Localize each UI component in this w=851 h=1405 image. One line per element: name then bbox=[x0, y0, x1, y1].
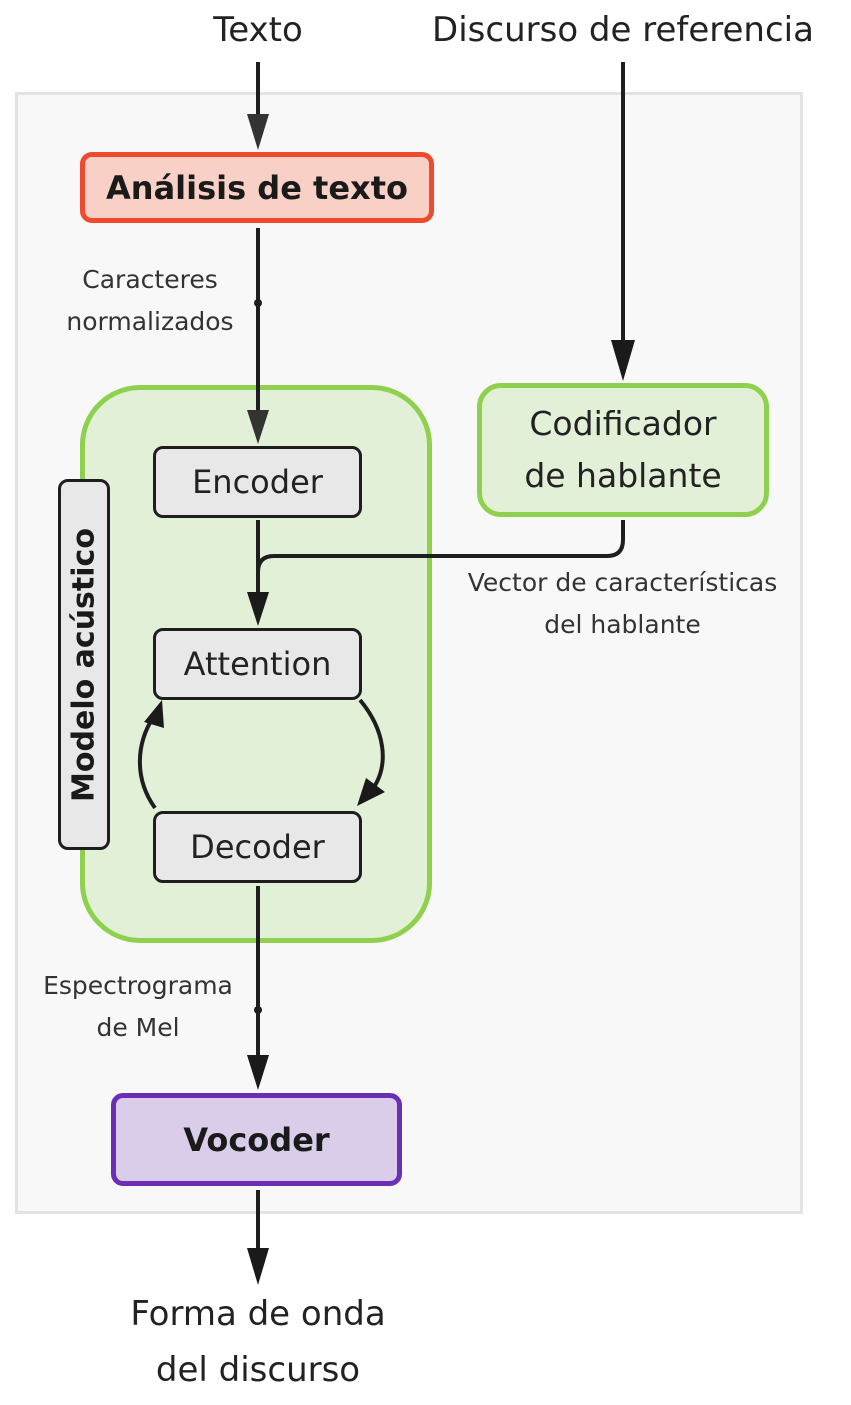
arrow-codificador-to-attention bbox=[256, 520, 625, 592]
arrowhead-encoder bbox=[247, 410, 269, 444]
modelo-acustico-label: Modelo acústico bbox=[58, 479, 110, 850]
attention-node: Attention bbox=[153, 628, 362, 700]
output-forma-de-onda: Forma de onda del discurso bbox=[88, 1286, 428, 1398]
codificador-hablante-node: Codificador de hablante bbox=[477, 383, 769, 517]
output-line1: Forma de onda bbox=[130, 1294, 386, 1334]
label-dot-caracteres bbox=[254, 299, 262, 307]
espectrograma-line2: de Mel bbox=[96, 1013, 180, 1042]
input-discurso-referencia: Discurso de referencia bbox=[432, 10, 814, 50]
caracteres-line1: Caracteres bbox=[82, 265, 218, 294]
vocoder-node: Vocoder bbox=[111, 1093, 402, 1186]
arrowhead-attention bbox=[247, 592, 269, 626]
arrowhead-output bbox=[247, 1248, 269, 1285]
arrowhead-codificador bbox=[611, 340, 635, 381]
vector-line1: Vector de características bbox=[467, 568, 778, 597]
caracteres-line2: normalizados bbox=[66, 307, 234, 336]
arrowhead-vocoder bbox=[247, 1055, 269, 1090]
edge-label-espectrograma: Espectrograma de Mel bbox=[25, 965, 251, 1049]
edge-label-caracteres: Caracteres normalizados bbox=[40, 259, 260, 343]
output-line2: del discurso bbox=[155, 1350, 361, 1390]
input-texto: Texto bbox=[213, 10, 303, 50]
codificador-line2: de hablante bbox=[524, 456, 722, 495]
decoder-node: Decoder bbox=[153, 811, 362, 883]
modelo-acustico-text: Modelo acústico bbox=[66, 527, 102, 802]
arrow-decoder-to-attention bbox=[137, 714, 157, 810]
espectrograma-line1: Espectrograma bbox=[43, 971, 233, 1000]
arrowhead-analisis bbox=[247, 114, 269, 150]
analisis-texto-node: Análisis de texto bbox=[80, 152, 434, 223]
arrow-attention-to-decoder bbox=[358, 698, 385, 792]
vector-line2: del hablante bbox=[544, 610, 701, 639]
arrowhead-attention-loop bbox=[144, 700, 164, 728]
arrowhead-decoder-loop bbox=[357, 778, 385, 806]
codificador-line1: Codificador bbox=[529, 404, 717, 443]
label-dot-espectrograma bbox=[254, 1006, 262, 1014]
edge-label-vector: Vector de características del hablante bbox=[440, 562, 805, 646]
encoder-node: Encoder bbox=[153, 446, 362, 518]
